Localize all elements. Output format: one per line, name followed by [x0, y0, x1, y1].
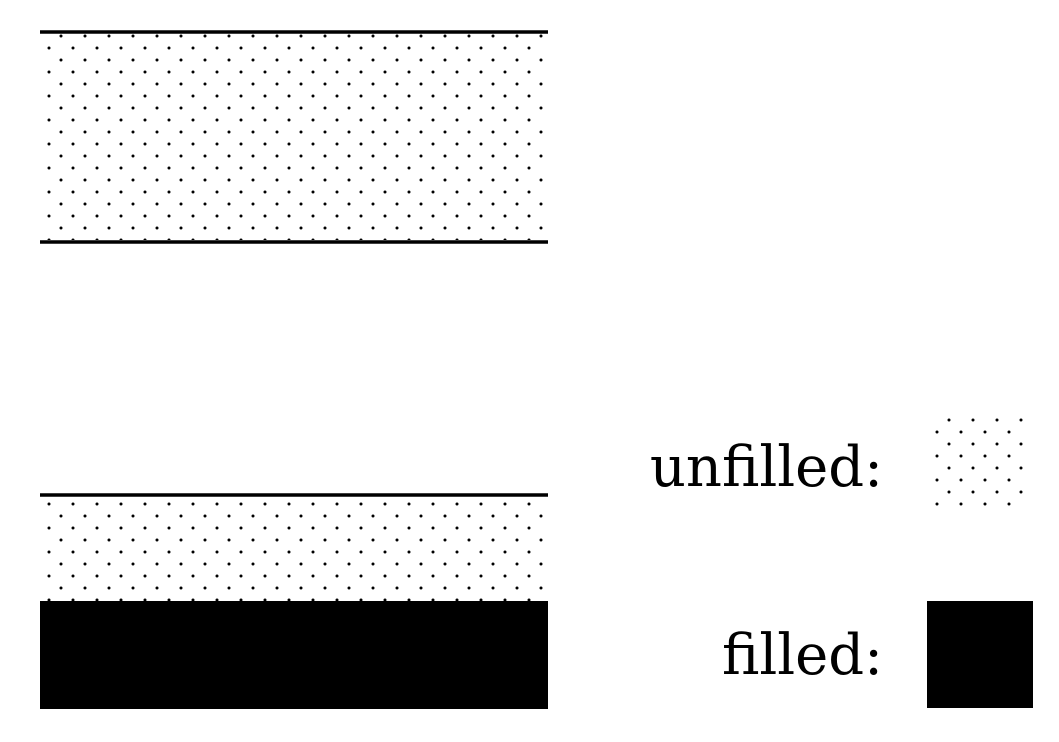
top-container: [40, 30, 548, 244]
legend-filled-swatch: [927, 601, 1033, 708]
top-container-unfilled-region: [40, 34, 548, 240]
legend-filled-label: filled:: [721, 623, 883, 688]
legend-unfilled-label: unfilled:: [649, 435, 883, 500]
legend-unfilled-swatch: [935, 410, 1023, 510]
bottom-container-filled-region: [40, 601, 548, 709]
bottom-container-unfilled-region: [40, 497, 548, 601]
bottom-container: [40, 493, 548, 709]
legend: [927, 410, 1033, 708]
